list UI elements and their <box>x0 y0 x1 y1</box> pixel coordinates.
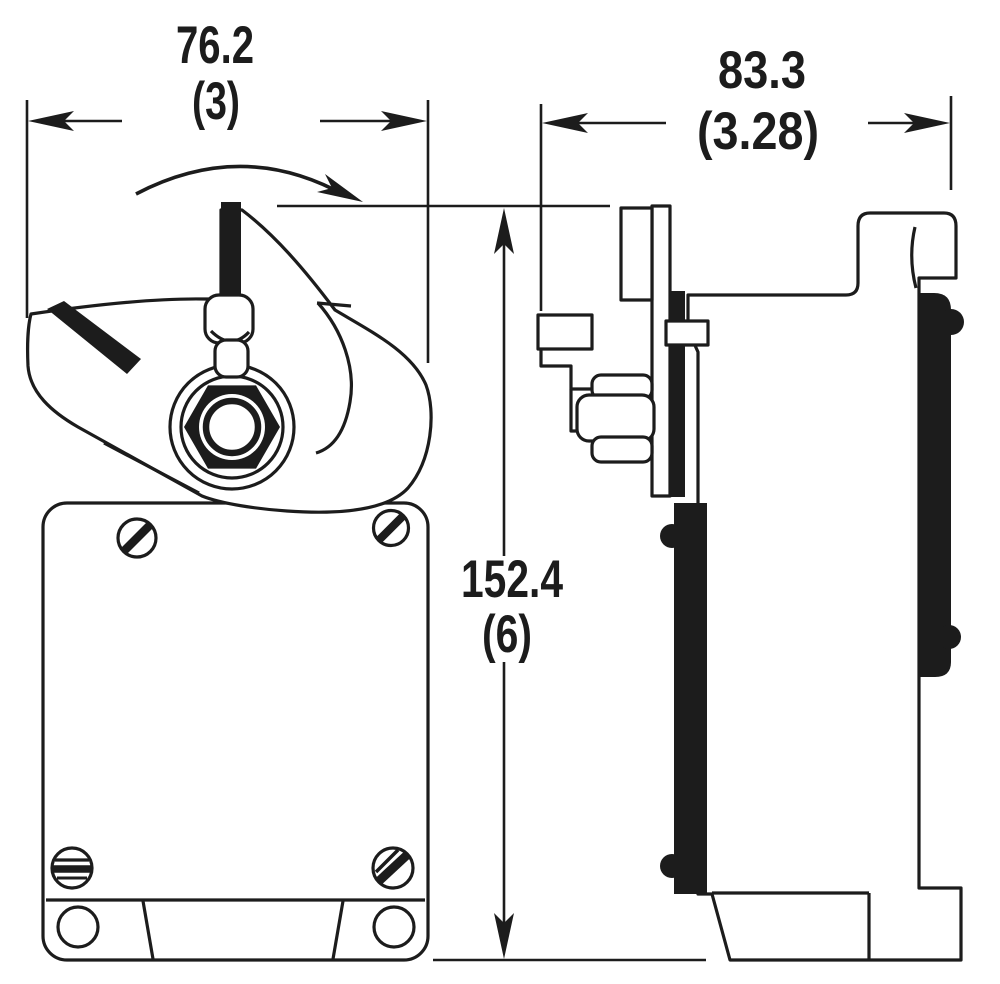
dim-height: 152.4 (6) <box>277 204 706 962</box>
dim-height-inch-label: (6) <box>482 605 532 664</box>
rear-hook-curve <box>910 226 918 289</box>
arrowhead-right-icon <box>381 111 427 131</box>
dim-front-width-inch-label: (3) <box>192 72 240 131</box>
screw-bottom-left <box>50 846 94 890</box>
mounting-hole-left <box>56 905 100 949</box>
clamp-slot-tick <box>316 301 352 308</box>
front-view <box>26 202 433 962</box>
dim-side-depth-mm-label: 83.3 <box>718 41 806 100</box>
screw-top-right <box>371 508 411 548</box>
shaft-nut-side <box>575 373 656 464</box>
rotation-arc-arrow <box>135 164 363 202</box>
gasket-bump-top <box>938 309 964 335</box>
shaft-hub <box>168 363 296 491</box>
rotation-arrowhead-icon <box>317 174 363 202</box>
flange-diagonal-right <box>331 900 345 960</box>
shaft-bore <box>202 397 262 457</box>
mounting-plate-edge <box>650 204 672 498</box>
clamp-slot-curve <box>315 301 353 455</box>
collar-lower-piece <box>213 338 250 379</box>
clamp-inner-edge <box>103 441 200 495</box>
bracket-step-upper <box>539 349 592 391</box>
rear-gasket-strip <box>918 293 964 677</box>
dim-front-width-mm-label: 76.2 <box>176 16 254 75</box>
rotation-arc <box>135 164 347 198</box>
nut-band-bottom <box>590 435 654 464</box>
strip-bump-top <box>660 524 684 548</box>
dim-front-width: 76.2 (3) <box>25 16 430 363</box>
mounting-hole-right <box>372 905 416 949</box>
strip-bump-bottom <box>660 854 684 878</box>
arrowhead-down-icon <box>494 913 514 959</box>
dim-height-mm-label: 152.4 <box>461 550 563 609</box>
screw-top-left <box>116 517 158 559</box>
screw-slot-icon <box>376 513 406 543</box>
housing-body <box>41 501 430 962</box>
gasket-body <box>918 293 951 677</box>
shaft-tab <box>664 319 710 347</box>
housing-profile <box>686 211 963 962</box>
arrowhead-left-icon <box>28 111 74 131</box>
screw-slot-icon <box>374 848 400 874</box>
gasket-bump-bottom <box>937 625 961 649</box>
dim-side-depth-inch-label: (3.28) <box>697 102 819 161</box>
arrowhead-left-icon <box>542 113 588 133</box>
strip-body <box>674 503 707 894</box>
front-strip-lower <box>660 503 707 894</box>
arrowhead-up-icon <box>494 208 514 254</box>
side-view <box>536 204 964 962</box>
screw-bottom-right <box>371 846 415 890</box>
nut-band-middle <box>575 393 656 443</box>
flange-diagonal-left <box>141 900 155 960</box>
dimension-annotations: 76.2 (3) 83.3 (3.28) 152.4 <box>25 16 953 962</box>
position-pointer <box>221 202 241 300</box>
clamp-edge <box>619 206 654 302</box>
dim-side-depth: 83.3 (3.28) <box>539 41 953 311</box>
screw-slot-icon <box>120 521 154 555</box>
bracket-plate <box>536 313 594 351</box>
screw-slot-icon <box>375 851 411 885</box>
crank-arm-lever <box>47 301 141 374</box>
arrowhead-right-icon <box>904 113 950 133</box>
